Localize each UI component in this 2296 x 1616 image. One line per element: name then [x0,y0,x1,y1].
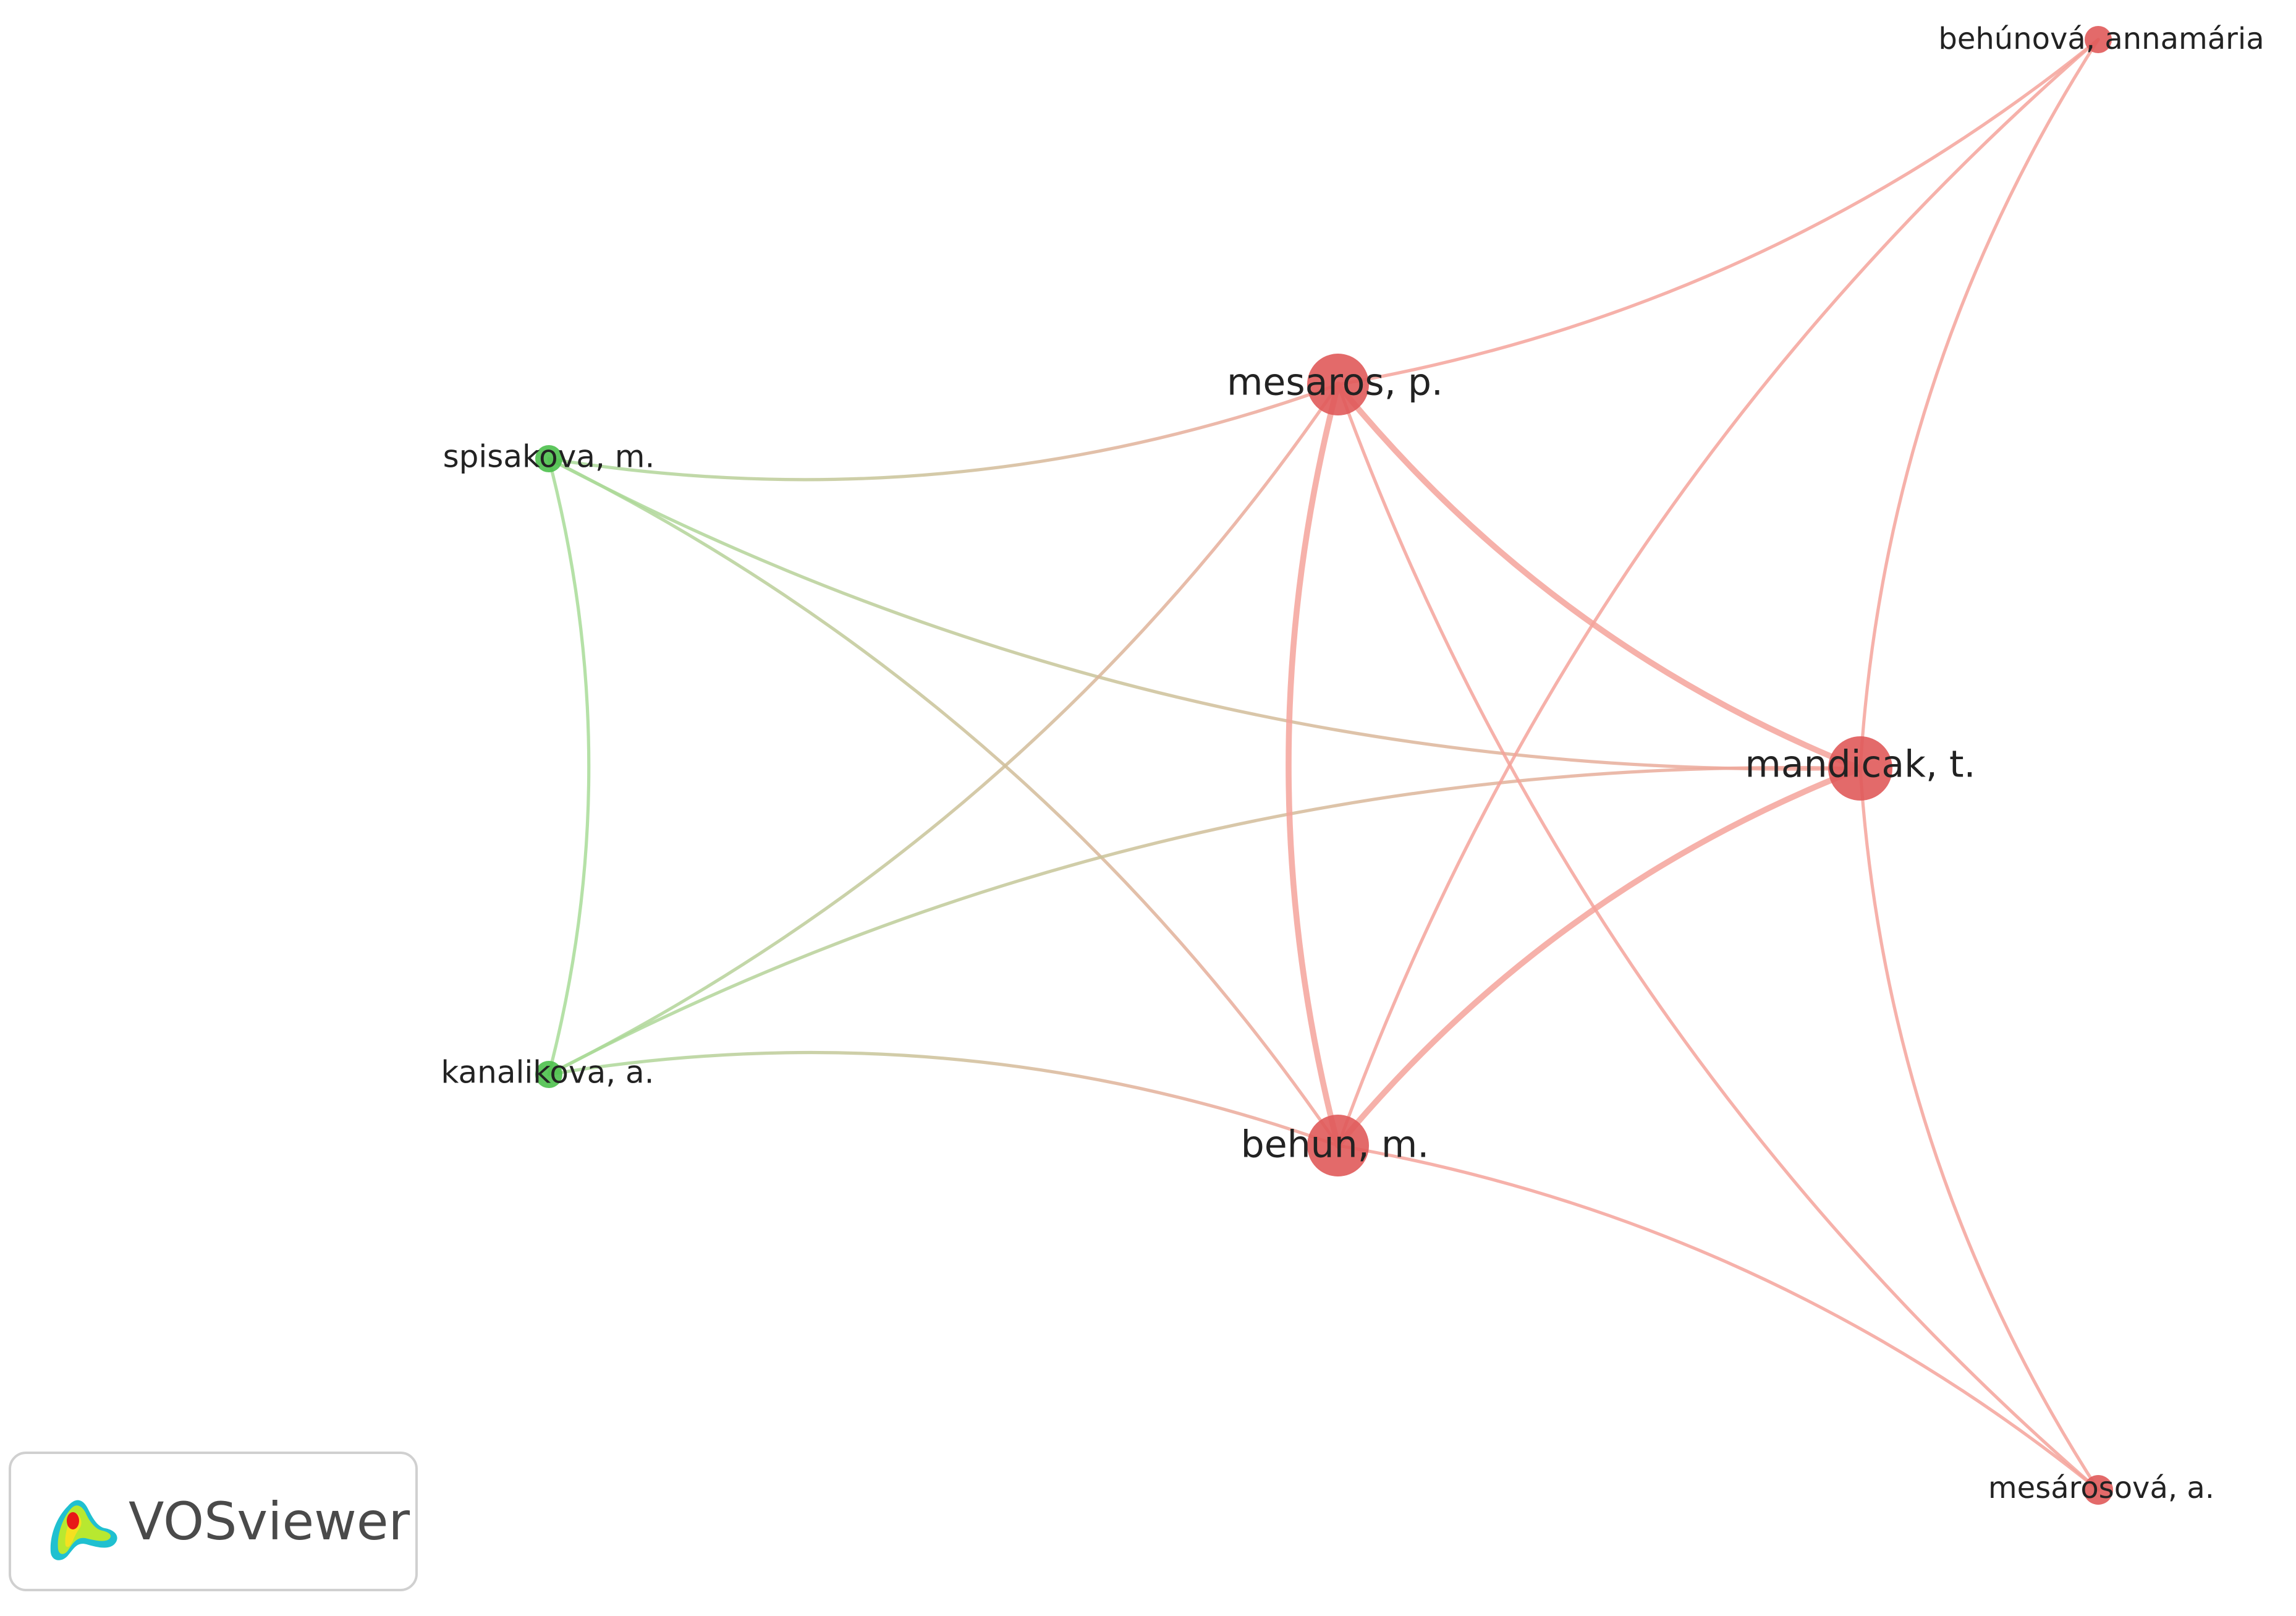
network-labels: mesaros, p. mandicak, t. behun, m. behúnová… [441,22,2264,1505]
edge-mesaros-mandicak [1335,381,1863,772]
node-mandicak[interactable] [1828,736,1892,801]
node-label-mesaros: mesaros, p. [1227,361,1443,404]
edge-mandicak-behunova [1858,38,2100,770]
edge-mandicak-mesarosova [1858,767,2100,1492]
node-label-spisakova: spisakova, m. [443,439,655,475]
edge-kanalikova-behun [547,1050,1340,1147]
edge-spisakova-mandicak [547,457,1862,771]
edge-kanalikova-mandicak [547,765,1862,1076]
edge-mesaros-mesarosova [1336,383,2100,1492]
node-label-behun: behun, m. [1241,1123,1430,1167]
node-mesarosova[interactable] [2083,1475,2113,1505]
edge-spisakova-behun [547,457,1340,1147]
edge-behun-behunova [1336,38,2100,1147]
edge-spisakova-mesaros [547,383,1340,482]
node-label-mesarosova: mesárosová, a. [1988,1471,2214,1505]
node-behunova[interactable] [2085,26,2112,53]
node-spisakova[interactable] [535,445,562,472]
vosviewer-logo: VOSviewer [9,1452,418,1591]
edge-behun-mesarosova [1336,1144,2100,1492]
edge-kanalikova-mesaros [547,383,1340,1076]
node-mesaros[interactable] [1307,354,1369,415]
network-edges [547,38,2100,1492]
edge-behun-mandicak [1335,765,1863,1149]
edge-spisakova-kanalikova [547,457,591,1076]
edge-mesaros-behunova [1336,38,2100,386]
node-kanalikova[interactable] [535,1061,562,1088]
node-behun[interactable] [1307,1115,1369,1176]
node-label-behunova: behúnová, annamária [1938,22,2264,56]
vosviewer-logo-icon [50,1500,117,1560]
node-label-kanalikova: kanalikova, a. [441,1055,654,1091]
edge-mesaros-behun [1286,381,1341,1149]
node-label-mandicak: mandicak, t. [1745,743,1975,786]
vosviewer-logo-text: VOSviewer [129,1491,410,1552]
network-nodes [535,26,2113,1505]
